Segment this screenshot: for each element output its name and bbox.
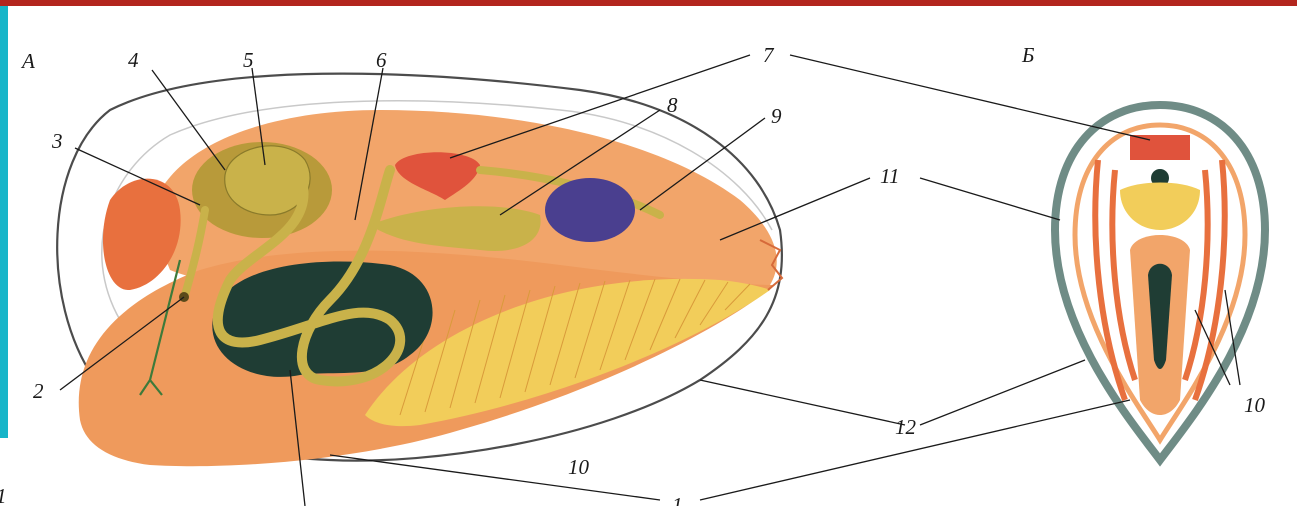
panel-b-label: Б [1021, 43, 1034, 67]
callout-3: 3 [51, 129, 63, 153]
callout-6: 6 [376, 48, 387, 72]
callout-2: 2 [33, 379, 44, 403]
callout-10-a: 10 [568, 455, 590, 479]
callout-11: 11 [880, 164, 899, 188]
panel-b-illustration [1055, 105, 1265, 460]
callout-12: 12 [895, 415, 917, 439]
callout-9: 9 [771, 104, 782, 128]
callout-1-bottom: 1 [672, 493, 683, 506]
callout-7: 7 [763, 43, 775, 67]
callout-8: 8 [667, 93, 678, 117]
posterior-adductor [545, 178, 635, 242]
panel-a-label: А [20, 49, 35, 73]
callout-1-left: 1 [0, 484, 7, 506]
callout-5: 5 [243, 48, 254, 72]
callout-10-b: 10 [1244, 393, 1266, 417]
panel-a-illustration [57, 74, 782, 467]
cross-section-heart [1130, 135, 1190, 160]
callout-4: 4 [128, 48, 139, 72]
